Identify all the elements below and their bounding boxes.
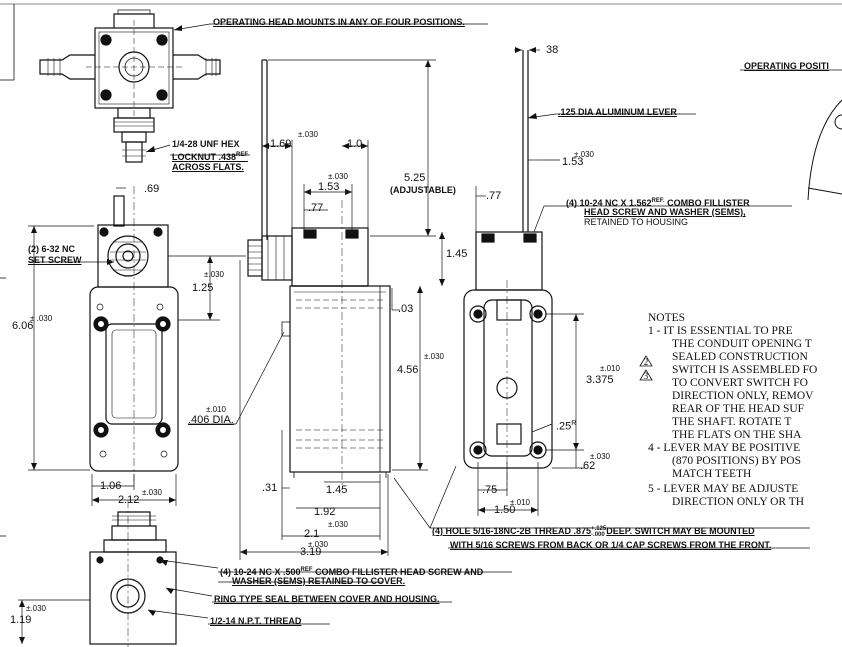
tol-1-19: ±.030 [26, 604, 46, 613]
tol-406: ±.010 [206, 405, 226, 414]
head-top-view [39, 9, 221, 163]
dim-77b: .77 [486, 190, 502, 202]
tol-2-1: ±.030 [308, 540, 328, 549]
note-3b: DIRECTION ONLY, REMOV [672, 390, 814, 402]
head-screw-line-1: (4) 10-24 NC X 1.562REF. COMBO FILLISTER [566, 198, 750, 208]
hole-callout-line-1: (4) HOLE 5/16-18NC-2B THREAD .875+.125-.… [432, 526, 755, 538]
note-4b: (870 POSITIONS) BY POS [672, 455, 801, 467]
tol-3-375: ±.010 [600, 364, 620, 373]
note-1b: THE CONDUIT OPENING T [672, 338, 812, 350]
dim-6-06: 6.06 [12, 320, 34, 332]
set-screw-line-2: SET SCREW [28, 255, 82, 265]
note-2: SWITCH IS ASSEMBLED FO [672, 364, 818, 376]
dim-4-56: 4.56 [397, 364, 419, 376]
operating-head-callout: OPERATING HEAD MOUNTS IN ANY OF FOUR POS… [213, 17, 465, 27]
note-triangle-3: 3 [643, 371, 649, 381]
cover-screw-line-1: (4) 10-24 NC X .500REF COMBO FILLISTER H… [220, 567, 484, 577]
hole-callout-line-2: WITH 5/16 SCREWS FROM BACK OR 1/4 CAP SC… [450, 540, 772, 550]
note-1c: SEALED CONSTRUCTION [672, 351, 808, 363]
tol-1-53: ±.030 [328, 172, 348, 181]
operating-position-label: OPERATING POSITI [744, 61, 829, 71]
adjustable-label: (ADJUSTABLE) [390, 185, 456, 195]
tol-1-50: ±.010 [510, 498, 530, 507]
note-3a: TO CONVERT SWITCH FO [672, 377, 808, 389]
rear-view [463, 50, 553, 490]
head-screw-line-3: RETAINED TO HOUSING [584, 217, 689, 227]
dim-1-53b: 1.53 [562, 156, 584, 168]
tol-4-56: ±.030 [424, 352, 444, 361]
tol-6-06: ± .030 [30, 314, 53, 323]
note-3d: THE SHAFT. ROTATE T [672, 416, 792, 428]
hex-locknut-line-2: LOCKNUT .438REF [172, 152, 249, 162]
dim-38: 38 [546, 44, 559, 56]
dim-1-25: 1.25 [192, 282, 214, 294]
dim-1-92: 1.92 [314, 506, 336, 518]
note-1a: 1 - IT IS ESSENTIAL TO PRE [648, 325, 793, 337]
note-5b: DIRECTION ONLY OR TH [672, 496, 805, 508]
dim-5-25: 5.25 [404, 172, 426, 184]
note-5a: 5 - LEVER MAY BE ADJUSTE [648, 483, 799, 495]
dim-406-dia: .406 DIA. [188, 414, 234, 426]
dim-3-19: 3.19 [300, 546, 322, 558]
note-3c: REAR OF THE HEAD SUF [672, 403, 805, 415]
hex-locknut-line-1: 1/4-28 UNF HEX [172, 139, 240, 149]
dimension-lines [18, 23, 842, 644]
lever-callout: .125 DIA ALUMINUM LEVER [558, 107, 677, 117]
dim-1-45: 1.45 [446, 248, 468, 260]
cover-screw-line-2: WASHER (SEMS) RETAINED TO COVER. [232, 576, 406, 586]
dim-1-06: 1.06 [100, 480, 122, 492]
dim-1-50: 1.50 [494, 504, 516, 516]
dim-25r: .25R [556, 420, 577, 433]
dim-1-19: 1.19 [10, 614, 32, 626]
arrowheads [19, 25, 579, 644]
dim-2-1: 2.1 [304, 528, 320, 540]
note-triangle-2: 2 [643, 357, 649, 367]
dim-1-45b: 1.45 [326, 484, 348, 496]
tol-1-69: ±.030 [298, 130, 318, 139]
tol-1-25: ±.030 [204, 270, 224, 279]
note-4c: MATCH TEETH [672, 468, 752, 480]
dim-1-69: 1.69 [270, 138, 292, 150]
npt-thread-callout: 1/2-14 N.P.T. THREAD [210, 616, 302, 626]
side-view [247, 59, 391, 490]
hex-locknut-line-3: ACROSS FLATS. [172, 162, 244, 172]
note-4a: 4 - LEVER MAY BE POSITIVE [648, 442, 801, 454]
dim-75: .75 [482, 484, 498, 496]
note-triangles [639, 355, 653, 381]
left-front-view [89, 186, 179, 484]
ring-seal-callout: RING TYPE SEAL BETWEEN COVER AND HOUSING… [214, 594, 440, 604]
tol-2-12: ±.030 [142, 488, 162, 497]
note-3e: THE FLATS ON THE SHA [672, 429, 802, 441]
dim-69: .69 [144, 183, 160, 195]
set-screw-line-1: (2) 6-32 NC [28, 244, 76, 254]
tol-62: ±.030 [590, 452, 610, 461]
dim-03: .03 [398, 303, 414, 315]
operating-positions-arc [807, 99, 842, 201]
dim-31: .31 [262, 482, 278, 494]
dim-62: .62 [580, 460, 596, 472]
dim-3-375: 3.375 [586, 374, 614, 386]
tol-1-92: ±.030 [328, 520, 348, 529]
notes-heading: NOTES [648, 312, 686, 324]
head-screw-line-2: HEAD SCREW AND WASHER (SEMS), [584, 207, 746, 217]
tol-1-53b: ±.030 [574, 150, 594, 159]
bottom-view [89, 500, 177, 647]
dim-77: .77 [308, 202, 324, 214]
dim-1-53: 1.53 [318, 181, 340, 193]
dim-2-12: 2.12 [118, 494, 140, 506]
dim-1-0: 1.0 [347, 138, 363, 150]
